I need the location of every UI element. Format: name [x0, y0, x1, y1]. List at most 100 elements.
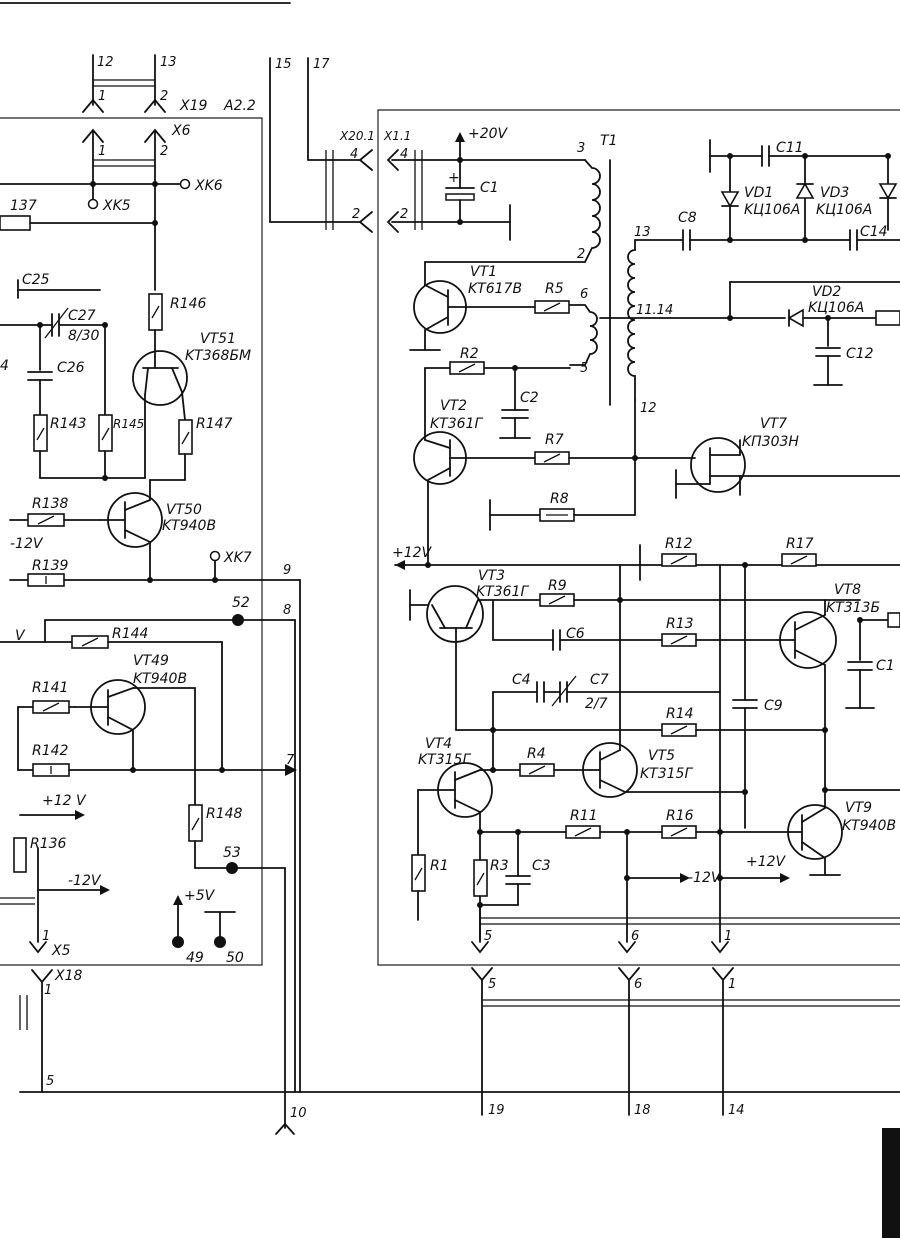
r11-label: R11: [570, 808, 598, 824]
vt2-ref: VT2: [440, 398, 467, 414]
c26-label: C26: [57, 360, 85, 376]
vd3-type: KЦ106A: [816, 202, 872, 218]
c13-partial-resistor: [887, 612, 900, 628]
node-r144: [219, 767, 225, 773]
vt8-transistor: [777, 599, 837, 791]
rail-plus12-right-arrow-b: [780, 873, 790, 883]
x18-label: X18: [54, 968, 82, 984]
x6-label: X6: [171, 123, 191, 139]
r12-label: R12: [665, 536, 693, 552]
r137-label: 137: [10, 198, 37, 214]
xk5-label: XK5: [102, 198, 131, 214]
c7-value: 2/7: [585, 696, 608, 712]
out-1-connector: [711, 941, 729, 954]
x20-pin2-connector: [358, 211, 373, 233]
vt3-type: KT361Г: [476, 584, 529, 600]
rail-20v-arrow: [455, 132, 465, 142]
vd3-ref: VD3: [820, 185, 849, 201]
vt7-ref: VT7: [760, 416, 787, 432]
node-50[interactable]: [214, 936, 226, 948]
x19-pin-1: 1: [98, 89, 106, 104]
wire-7-arrow: [285, 764, 297, 776]
xk7-test-point[interactable]: [209, 550, 221, 562]
vd1-diode: [720, 155, 740, 241]
node-53[interactable]: [226, 862, 238, 874]
vd-right-partial-diode: [878, 155, 898, 231]
t1-label: T1: [600, 133, 617, 149]
vt5-type: KT315Г: [640, 766, 693, 782]
node-c8-vd1: [727, 237, 733, 243]
rail-plus12-right-b: +12V: [746, 854, 787, 870]
vt9-type: KT940B: [842, 818, 896, 834]
conn-pin-5: 5: [488, 977, 496, 992]
vt4-ref: VT4: [425, 736, 452, 752]
c13-label: C1: [876, 658, 895, 674]
rail-plus5: +5V: [184, 888, 216, 904]
rail-plus12-arrow: [75, 810, 85, 820]
c9-label: C9: [764, 698, 783, 714]
r3-label: R3: [490, 858, 509, 874]
x18-connector: [31, 969, 53, 984]
wire-7-label: 7: [286, 753, 295, 768]
vt2-transistor: [413, 431, 536, 566]
node-50-label: 50: [226, 950, 244, 966]
r141-mark: [42, 702, 60, 712]
x6-pin-2: 2: [160, 144, 168, 159]
c4-label: C4: [512, 672, 531, 688]
out-pin-1: 1: [724, 929, 732, 944]
r14-mark: [670, 725, 688, 735]
t1-transformer: [569, 159, 636, 406]
r144-label: R144: [112, 626, 148, 642]
vt51-ref: VT51: [200, 331, 236, 347]
c2-label: C2: [520, 390, 539, 406]
rail-plus12-arrow-right: [395, 560, 405, 570]
out-pin-6: 6: [631, 929, 639, 944]
t1-pin-3: 3: [577, 141, 585, 156]
r2-label: R2: [460, 346, 479, 362]
c8-label: C8: [678, 210, 697, 226]
r16-mark: [670, 827, 688, 837]
r2-mark: [458, 363, 476, 373]
t1-pin-6: 6: [580, 287, 588, 302]
node-52[interactable]: [232, 614, 244, 626]
vt9-ref: VT9: [845, 800, 872, 816]
r16-label: R16: [666, 808, 694, 824]
vt1-ref: VT1: [470, 264, 497, 280]
node-vt49-emitter: [130, 767, 136, 773]
vt5-ref: VT5: [648, 748, 675, 764]
r1-label: R1: [430, 858, 449, 874]
r143-label: R143: [50, 416, 86, 432]
r148-mark: [191, 817, 200, 831]
x6-pin-1: 1: [98, 144, 106, 159]
r14-label: R14: [666, 706, 694, 722]
pin-12: 12: [97, 55, 114, 70]
wire-19-label: 19: [488, 1103, 505, 1118]
vt9-transistor: [787, 789, 843, 876]
wire-15-label: 15: [275, 57, 292, 72]
r5-label: R5: [545, 281, 564, 297]
r146-mark: [151, 305, 160, 319]
r136-label: R136: [30, 836, 67, 852]
c26-partial-label: 4: [0, 358, 9, 374]
t1-pin-2: 2: [577, 247, 585, 262]
r4-label: R4: [527, 746, 546, 762]
r9-mark: [548, 595, 566, 605]
r145-label: R145: [113, 417, 144, 431]
t1-pin-13: 13: [634, 225, 651, 240]
xk6-test-point[interactable]: [179, 178, 191, 190]
x5-label: X5: [51, 943, 71, 959]
out-5-connector: [471, 941, 489, 954]
pin-13: 13: [160, 55, 177, 70]
x5-connector: [29, 941, 47, 954]
x19-connector: [82, 54, 166, 113]
r12-mark: [670, 555, 688, 565]
vt7-type: KП303H: [742, 434, 799, 450]
node-49[interactable]: [172, 936, 184, 948]
rail-minus12-a: -12V: [10, 536, 44, 552]
x19-label: X19: [179, 98, 207, 114]
r13-label: R13: [666, 616, 694, 632]
node-53-label: 53: [223, 845, 241, 861]
xk5-test-point[interactable]: [87, 198, 99, 210]
c12-label: C12: [846, 346, 874, 362]
vt3-transistor: [426, 585, 541, 731]
